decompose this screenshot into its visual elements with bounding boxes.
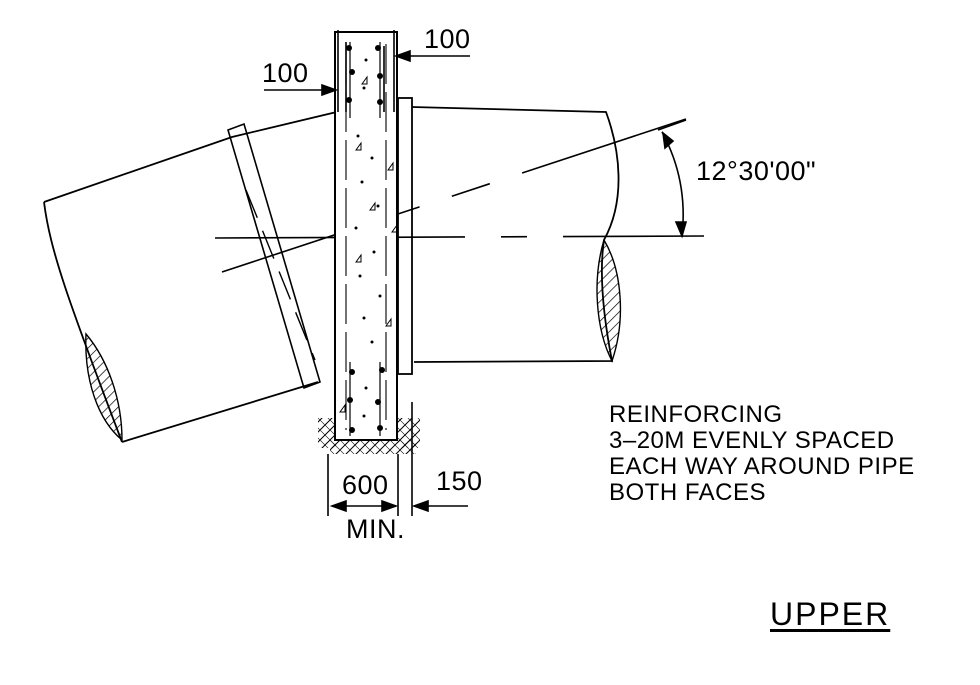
left-pipe-hatch <box>85 332 123 442</box>
ground-hatch <box>318 418 420 454</box>
drawing-title: UPPER <box>770 596 891 632</box>
concrete-collar <box>334 31 398 441</box>
dim-top-left-label: 100 <box>262 58 309 88</box>
dim-bottom-width-label: 600 <box>342 470 389 500</box>
reinforcing-note-line-3: EACH WAY AROUND PIPE <box>609 453 915 480</box>
dim-angle-label: 12°30'00" <box>696 156 817 186</box>
reinforcing-note-line-2: 3–20M EVENLY SPACED <box>609 427 895 454</box>
dim-min-label: MIN. <box>346 514 405 544</box>
reinforcing-note-line-1: REINFORCING <box>609 401 783 428</box>
flange-plate <box>397 97 413 375</box>
reinforcing-note-line-4: BOTH FACES <box>609 479 767 506</box>
dimension-lines <box>264 30 688 516</box>
right-pipe-hatch <box>596 238 622 363</box>
left-pipe <box>43 109 346 443</box>
dim-bottom-right-label: 150 <box>436 466 483 496</box>
centerlines <box>214 118 705 273</box>
dim-top-right-label: 100 <box>424 24 471 54</box>
